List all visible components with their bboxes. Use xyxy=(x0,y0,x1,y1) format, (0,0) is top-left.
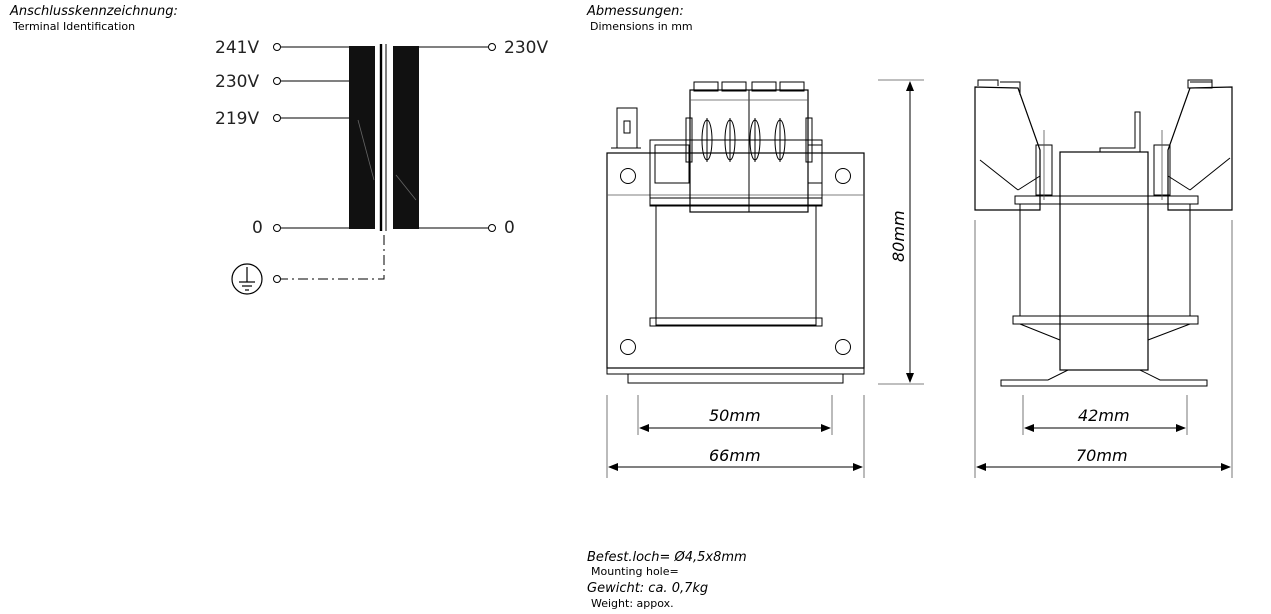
terminal-circle xyxy=(273,114,281,122)
dim-front-outer: 66mm xyxy=(709,446,761,465)
terminal-circle xyxy=(488,224,496,232)
mounting-hole xyxy=(835,168,851,184)
primary-label-0: 0 xyxy=(252,218,263,238)
note-mounting-en: Mounting hole= xyxy=(591,565,679,578)
primary-label-219v: 219V xyxy=(215,109,259,129)
terminal-circle xyxy=(273,275,281,283)
terminal-block xyxy=(685,81,813,213)
note-mounting-de: Befest.loch= Ø4,5x8mm xyxy=(587,550,747,565)
dim-side-inner: 42mm xyxy=(1078,406,1130,425)
terminal-circle xyxy=(488,43,496,51)
terminal-title: Anschlusskennzeichnung: xyxy=(9,4,178,19)
mounting-hole xyxy=(835,339,851,355)
front-dimensions: 50mm 66mm 80mm xyxy=(606,79,924,478)
terminal-circle xyxy=(273,77,281,85)
earth-ground-icon xyxy=(231,263,263,295)
secondary-label-230v: 230V xyxy=(504,38,548,58)
primary-label-230v: 230V xyxy=(215,72,259,92)
secondary-winding xyxy=(393,46,419,229)
dimensions-subtitle: Dimensions in mm xyxy=(590,20,693,33)
mounting-hole xyxy=(620,168,636,184)
dim-height: 80mm xyxy=(889,210,908,262)
note-weight-en: Weight: appox. xyxy=(591,597,674,610)
side-dimensions: 42mm 70mm xyxy=(974,220,1233,478)
note-weight-de: Gewicht: ca. 0,7kg xyxy=(587,581,708,596)
terminal-schematic: 241V 230V 219V 0 230V 0 xyxy=(215,38,548,295)
right-terminal-side xyxy=(1153,79,1233,211)
dim-side-outer: 70mm xyxy=(1076,446,1128,465)
side-view xyxy=(974,79,1233,387)
secondary-label-0: 0 xyxy=(504,218,515,238)
terminal-circle xyxy=(273,43,281,51)
left-terminal-side xyxy=(974,79,1053,211)
terminal-subtitle: Terminal Identification xyxy=(12,20,135,33)
terminal-circle xyxy=(273,224,281,232)
primary-label-241v: 241V xyxy=(215,38,259,58)
mounting-hole xyxy=(620,339,636,355)
dim-front-inner: 50mm xyxy=(709,406,761,425)
dimensions-title: Abmessungen: xyxy=(586,4,684,19)
front-view xyxy=(606,81,865,384)
primary-winding xyxy=(349,46,375,229)
